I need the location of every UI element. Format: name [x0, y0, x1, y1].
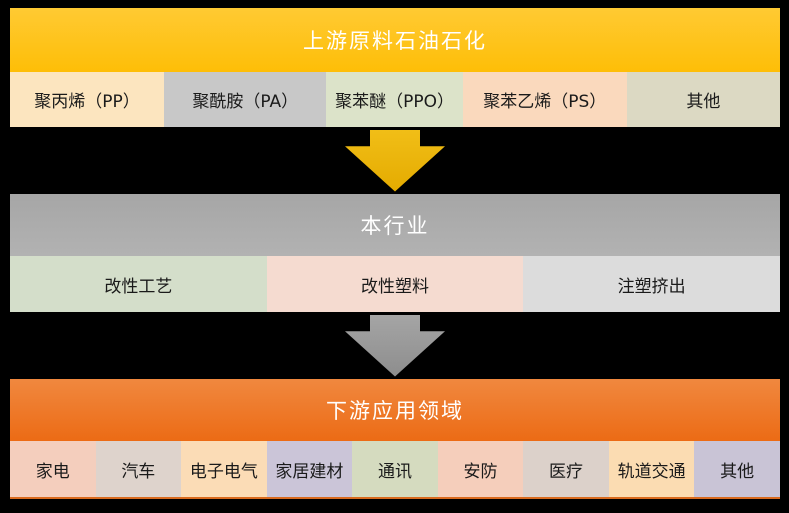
- cell-downstream-other: 其他: [694, 441, 780, 497]
- cell-modification-process: 改性工艺: [10, 256, 267, 312]
- upstream-header: 上游原料石油石化: [10, 8, 780, 72]
- upstream-header-label: 上游原料石油石化: [303, 29, 487, 53]
- arrow-zone-1: [10, 127, 780, 194]
- cell-injection-extrusion: 注塑挤出: [523, 256, 780, 312]
- cell-ppo: 聚苯醚（PPO）: [326, 72, 463, 127]
- upstream-row: 聚丙烯（PP） 聚酰胺（PA） 聚苯醚（PPO） 聚苯乙烯（PS） 其他: [10, 72, 780, 127]
- cell-modified-plastics: 改性塑料: [266, 256, 524, 312]
- cell-upstream-other: 其他: [626, 72, 780, 127]
- downstream-header: 下游应用领域: [10, 379, 780, 441]
- company-header: 本行业: [10, 194, 780, 256]
- cell-pa: 聚酰胺（PA）: [164, 72, 327, 127]
- down-arrow-icon: [345, 129, 445, 192]
- downstream-section: 下游应用领域 家电 汽车 电子电气 家居建材 通讯 安防 医疗 轨道交通 其他: [10, 379, 780, 499]
- cell-communication: 通讯: [352, 441, 438, 497]
- cell-security: 安防: [437, 441, 524, 497]
- cell-home-appliance: 家电: [10, 441, 96, 497]
- upstream-section: 上游原料石油石化 聚丙烯（PP） 聚酰胺（PA） 聚苯醚（PPO） 聚苯乙烯（P…: [10, 8, 780, 127]
- cell-home-building: 家居建材: [266, 441, 353, 497]
- downstream-bottom-edge: [10, 497, 780, 499]
- cell-electronics: 电子电气: [181, 441, 267, 497]
- cell-pp: 聚丙烯（PP）: [10, 72, 164, 127]
- cell-ps: 聚苯乙烯（PS）: [462, 72, 627, 127]
- cell-medical: 医疗: [523, 441, 609, 497]
- company-row: 改性工艺 改性塑料 注塑挤出: [10, 256, 780, 312]
- cell-rail-transit: 轨道交通: [608, 441, 695, 497]
- company-header-label: 本行业: [360, 214, 430, 238]
- down-arrow-icon: [345, 314, 445, 377]
- diagram-content: 上游原料石油石化 聚丙烯（PP） 聚酰胺（PA） 聚苯醚（PPO） 聚苯乙烯（P…: [10, 8, 780, 499]
- arrow-zone-2: [10, 312, 780, 379]
- downstream-row: 家电 汽车 电子电气 家居建材 通讯 安防 医疗 轨道交通 其他: [10, 441, 780, 497]
- company-section: 本行业 改性工艺 改性塑料 注塑挤出: [10, 194, 780, 312]
- downstream-header-label: 下游应用领域: [326, 399, 464, 423]
- cell-automobile: 汽车: [95, 441, 182, 497]
